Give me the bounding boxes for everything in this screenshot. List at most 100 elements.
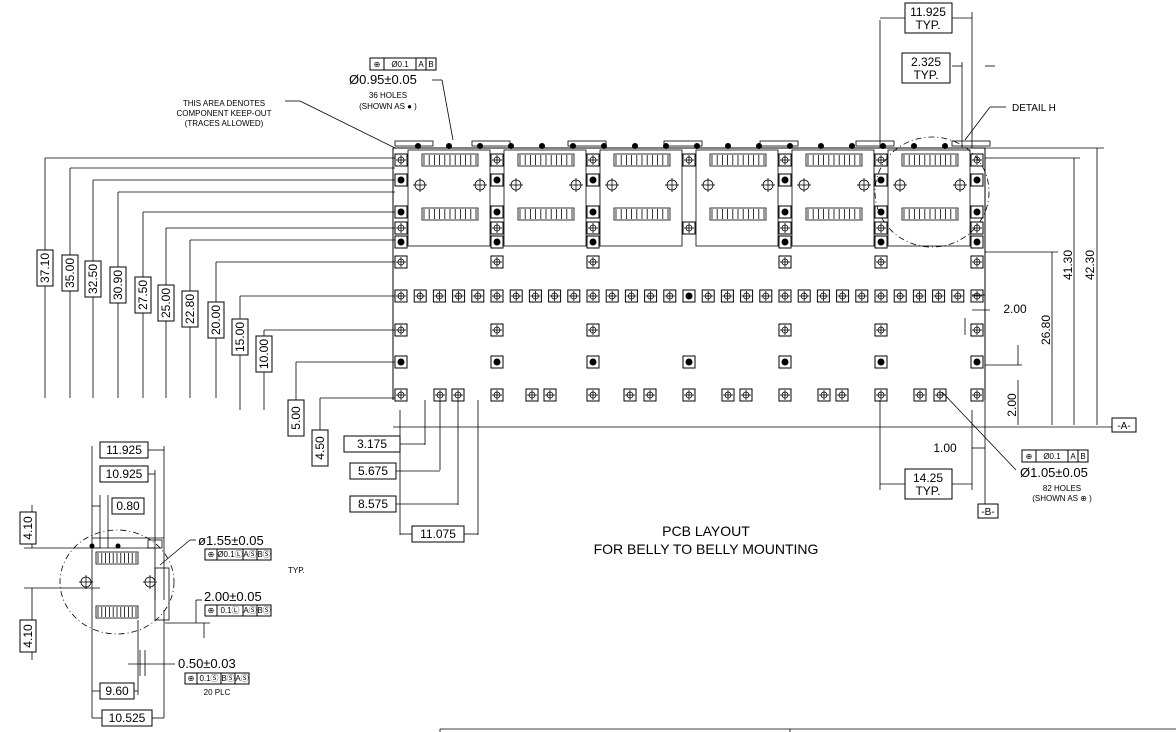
bottom-dimensions: 3.175 5.675 8.575 11.075 bbox=[343, 400, 479, 543]
svg-text:Ø0.1: Ø0.1 bbox=[1043, 452, 1061, 461]
dim-box bbox=[181, 290, 199, 328]
svg-text:Ø0.1: Ø0.1 bbox=[391, 60, 409, 69]
detail-dim-10925: 10.925 bbox=[106, 467, 143, 481]
svg-text:⊕: ⊕ bbox=[374, 60, 381, 69]
svg-text:(SHOWN AS ⊕ ): (SHOWN AS ⊕ ) bbox=[1032, 494, 1092, 503]
dim-top-11925: 11.925 bbox=[910, 5, 946, 19]
dim-right-2680: 26.80 bbox=[1039, 315, 1053, 345]
pad-hole-filled bbox=[781, 238, 789, 246]
port-body bbox=[695, 149, 779, 247]
top-hole bbox=[477, 143, 483, 149]
top-hole bbox=[787, 143, 793, 149]
shield-tab bbox=[567, 140, 607, 147]
pad-hole-filled bbox=[589, 358, 597, 366]
svg-text:⊕: ⊕ bbox=[208, 606, 215, 615]
pad-hole-filled bbox=[493, 176, 501, 184]
dim-box bbox=[311, 429, 329, 467]
svg-text:AⓈ: AⓈ bbox=[243, 606, 256, 615]
dim-right-1425-typ: TYP. bbox=[915, 484, 940, 498]
pin-row bbox=[805, 153, 863, 167]
title-line-2: FOR BELLY TO BELLY MOUNTING bbox=[594, 541, 819, 557]
title-line-1: PCB LAYOUT bbox=[662, 523, 750, 539]
svg-text:AⓈ: AⓈ bbox=[235, 674, 248, 683]
top-hole bbox=[415, 143, 421, 149]
datum-b-label: -B- bbox=[981, 507, 994, 518]
detail-h-view: 11.925 10.925 0.80 4.10 4.10 9.60 10.525 bbox=[19, 441, 305, 727]
svg-text:82 HOLES: 82 HOLES bbox=[1043, 484, 1081, 493]
pad-hole-filled bbox=[877, 358, 885, 366]
dim-box bbox=[134, 276, 152, 314]
pad-hole-filled bbox=[397, 358, 405, 366]
port-body bbox=[887, 149, 971, 247]
detail-dim-10525: 10.525 bbox=[109, 711, 146, 725]
dim-right-100: 1.00 bbox=[933, 441, 957, 455]
top-hole bbox=[601, 143, 607, 149]
pad-hole-filled bbox=[493, 208, 501, 216]
dim-right-200b: 2.00 bbox=[1005, 393, 1019, 417]
pad-hole-filled bbox=[781, 176, 789, 184]
svg-text:B: B bbox=[1080, 452, 1085, 461]
shield-tab bbox=[394, 140, 434, 147]
dim-box bbox=[157, 284, 175, 322]
dim-11075: 11.075 bbox=[420, 527, 456, 541]
dim-value: 20.00 bbox=[209, 305, 223, 335]
svg-text:36 HOLES: 36 HOLES bbox=[369, 91, 407, 100]
detail-callout1-size: ø1.55±0.05 bbox=[198, 533, 264, 548]
dim-value: 15.00 bbox=[233, 322, 247, 352]
pin-row bbox=[95, 551, 139, 565]
pad-hole-filled bbox=[685, 358, 693, 366]
svg-text:BⓈ: BⓈ bbox=[221, 674, 234, 683]
pad-hole-filled bbox=[973, 208, 981, 216]
dim-value: 4.50 bbox=[313, 436, 327, 460]
dim-value: 37.10 bbox=[38, 253, 52, 283]
pad-hole-filled bbox=[973, 238, 981, 246]
drawing-title: PCB LAYOUT FOR BELLY TO BELLY MOUNTING bbox=[594, 523, 819, 557]
dim-box bbox=[255, 335, 273, 373]
hole-size-large: Ø1.05±0.05 bbox=[1020, 465, 1088, 480]
pin-row bbox=[517, 153, 575, 167]
dim-box bbox=[231, 318, 249, 356]
dim-5675: 5.675 bbox=[358, 464, 388, 478]
dim-right-4130: 41.30 bbox=[1061, 250, 1075, 280]
pad-hole-filled bbox=[685, 292, 693, 300]
svg-text:BⓈ: BⓈ bbox=[257, 606, 270, 615]
dim-box bbox=[109, 266, 127, 304]
dim-box bbox=[36, 249, 54, 287]
hole-size-small: Ø0.95±0.05 bbox=[349, 72, 417, 87]
dim-value: 32.50 bbox=[86, 264, 100, 294]
top-hole bbox=[911, 143, 917, 149]
detail-callout2-size: 2.00±0.05 bbox=[204, 589, 262, 604]
dim-top-2325-typ: TYP. bbox=[913, 68, 938, 82]
pad-hole-filled bbox=[781, 208, 789, 216]
hole-callout-small: ⊕ Ø0.1 A B Ø0.95±0.05 36 HOLES (SHOWN AS… bbox=[349, 57, 454, 141]
svg-text:COMPONENT KEEP-OUT: COMPONENT KEEP-OUT bbox=[177, 109, 272, 118]
svg-text:AⓈ: AⓈ bbox=[243, 550, 256, 559]
pad-hole-filled bbox=[397, 208, 405, 216]
pin-row bbox=[709, 207, 767, 221]
pad-hole-filled bbox=[781, 358, 789, 366]
detail-dim-410a: 4.10 bbox=[21, 516, 35, 540]
dim-value: 35.00 bbox=[63, 258, 77, 288]
pad-hole-filled bbox=[877, 176, 885, 184]
top-hole bbox=[446, 143, 452, 149]
pad-hole-filled bbox=[493, 358, 501, 366]
pad-hole-filled bbox=[397, 176, 405, 184]
port-body bbox=[599, 149, 683, 247]
right-dimensions: 2.00 26.80 41.30 42.30 2.00 1.00 14.25 T… bbox=[879, 147, 1104, 519]
detail-dim-11925: 11.925 bbox=[106, 443, 142, 457]
svg-text:THIS AREA DENOTES: THIS AREA DENOTES bbox=[183, 99, 265, 108]
board-outline bbox=[392, 147, 986, 400]
detail-h-label: DETAIL H bbox=[1012, 103, 1056, 114]
svg-text:A: A bbox=[418, 60, 424, 69]
detail-tab bbox=[147, 539, 163, 549]
pin-row bbox=[517, 207, 575, 221]
detail-hole bbox=[115, 543, 121, 549]
pad-hole-filled bbox=[589, 238, 597, 246]
port-body bbox=[407, 149, 491, 247]
shield-tab bbox=[951, 140, 991, 147]
hole-callout-large: ⊕ Ø0.1 A B Ø1.05±0.05 82 HOLES (SHOWN AS… bbox=[941, 391, 1092, 503]
detail-hole bbox=[89, 543, 95, 549]
svg-text:0.1Ⓛ: 0.1Ⓛ bbox=[220, 606, 239, 615]
pad-hole-filled bbox=[973, 358, 981, 366]
